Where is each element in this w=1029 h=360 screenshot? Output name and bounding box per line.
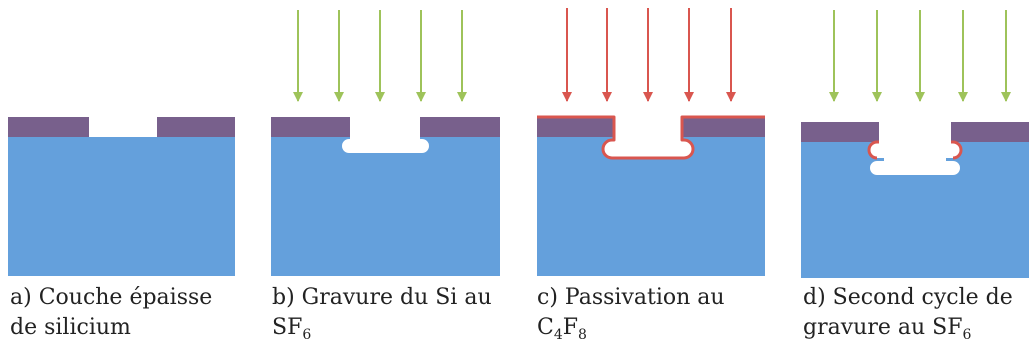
caption-c-subscript-4: 4 [553,327,563,343]
passivation-layer [537,115,765,160]
caption-b-formula: SF [272,315,303,340]
caption-d: d) Second cycle de gravure au SF6 [803,283,1013,350]
mask-right [951,122,1029,142]
etch-cavity-first-cycle [869,122,961,158]
caption-a-line2: de silicium [10,315,131,340]
panel-a [8,117,235,276]
sf6-arrows [293,10,467,102]
caption-d-line2: gravure au SF6 [803,313,1013,350]
silicon-substrate [537,137,765,276]
mask-left [8,117,89,137]
c4f8-arrows [562,8,736,102]
caption-c-subscript-8: 8 [578,327,587,343]
passivation-remnant-left [867,140,879,160]
mask-left [537,117,614,137]
caption-a: a) Couche épaisse de silicium [10,283,212,343]
etch-cavity-second-cycle [870,158,960,175]
mask-left [801,122,879,142]
mask-right [157,117,235,137]
mask-right [682,117,765,137]
caption-d-subscript: 6 [962,327,972,343]
sf6-arrows [829,10,1011,102]
silicon-substrate [8,137,235,276]
mask-right [420,117,500,137]
caption-b-line1: b) Gravure du Si au [272,285,492,310]
caption-a-line1: a) Couche épaisse [10,285,213,310]
panel-b [271,10,500,276]
silicon-substrate [271,137,500,276]
etch-cavity [342,117,429,153]
panel-c [537,8,765,276]
caption-b-line2: SF6 [272,313,492,350]
caption-b-subscript: 6 [302,327,312,343]
caption-d-line1: d) Second cycle de [803,285,1013,310]
caption-c-line2: C4F8 [537,313,725,350]
caption-c-fluorine: F [562,315,579,340]
panel-d [801,10,1029,278]
passivation-remnant-right [951,140,963,160]
caption-d-text: gravure au SF [803,315,963,340]
caption-c-carbon: C [537,315,554,340]
mask-left [271,117,350,137]
caption-c: c) Passivation au C4F8 [537,283,725,350]
caption-b: b) Gravure du Si au SF6 [272,283,492,350]
caption-c-line1: c) Passivation au [537,285,725,310]
passivated-cavity [603,117,693,158]
